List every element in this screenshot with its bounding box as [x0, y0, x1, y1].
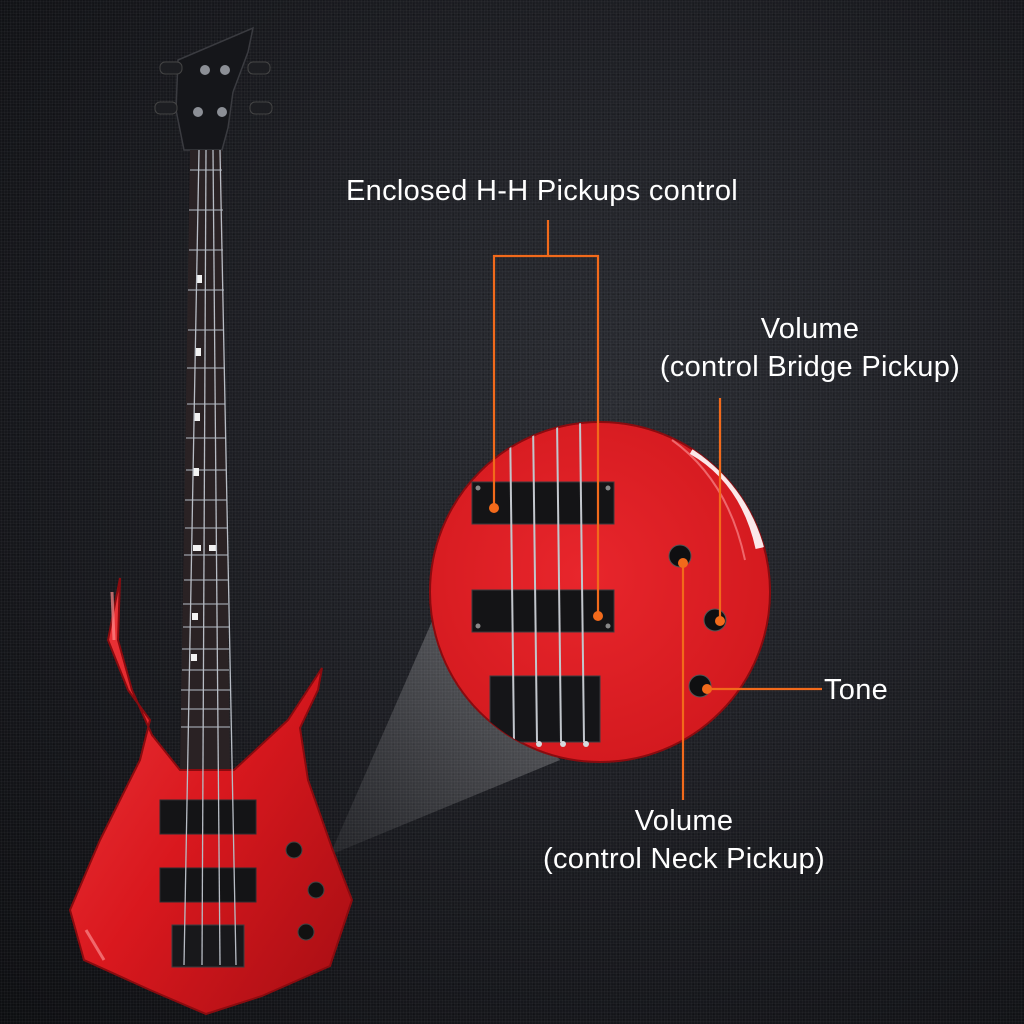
magnifier-beam — [330, 610, 560, 855]
zoom-bridge — [489, 675, 601, 743]
pickups-callout-label: Enclosed H-H Pickups control — [346, 175, 738, 207]
bridge-pickup — [159, 867, 257, 903]
knob — [285, 841, 303, 859]
bridge-volume-subtitle: (control Bridge Pickup) — [659, 351, 961, 383]
guitar-body — [68, 577, 354, 1016]
strings — [183, 149, 237, 966]
neck-pickup — [159, 799, 257, 835]
neck-volume-title: Volume — [634, 805, 734, 837]
bridge — [171, 924, 245, 968]
bridge-volume-callout-label: Volume (control Bridge Pickup) — [640, 310, 980, 386]
headstock — [154, 26, 273, 151]
zoom-neck-pickup — [471, 481, 615, 525]
callout-dots — [489, 503, 725, 694]
tone-callout-label: Tone — [824, 674, 889, 706]
zoom-detail-circle — [429, 421, 771, 763]
neck-volume-subtitle: (control Neck Pickup) — [543, 843, 825, 875]
neck-volume-callout-label: Volume (control Neck Pickup) — [526, 802, 842, 878]
callout-lines — [492, 220, 822, 800]
knob — [297, 923, 315, 941]
knob — [307, 881, 325, 899]
zoom-bridge-pickup — [471, 589, 615, 633]
bridge-volume-title: Volume — [760, 313, 860, 345]
